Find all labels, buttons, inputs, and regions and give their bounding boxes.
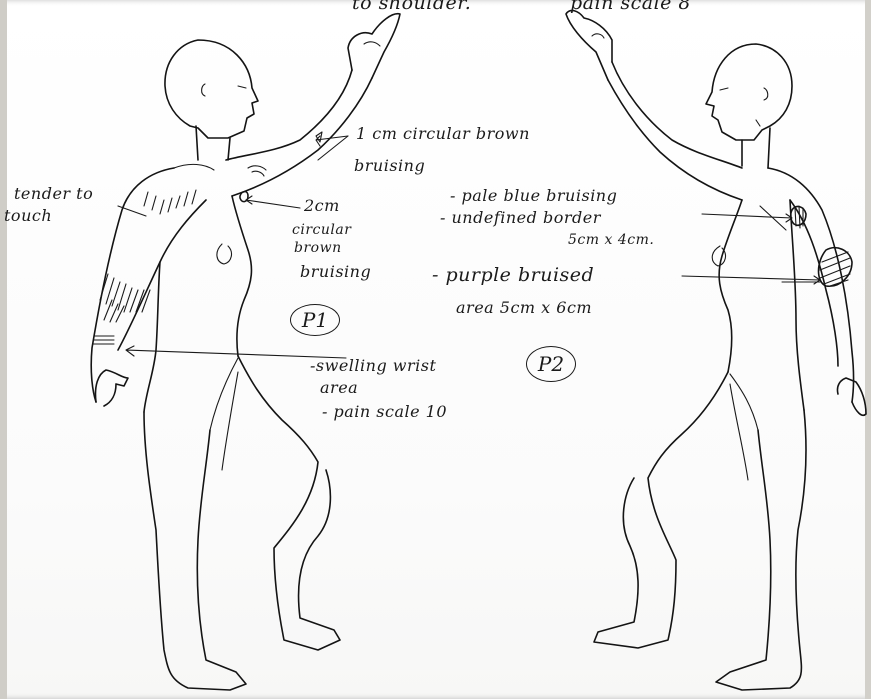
label-1cm-line1: 1 cm circular brown (356, 124, 530, 143)
figure-p2-outline (566, 11, 866, 690)
tender-hatching-mid (100, 274, 150, 312)
label-2cm-line4: bruising (300, 262, 371, 281)
label-wrist-line3: - pain scale 10 (322, 402, 447, 421)
label-wrist-line1: -swelling wrist (310, 356, 436, 375)
figure-p1-outline (91, 14, 400, 690)
pointer-lines (118, 136, 820, 358)
label-tender-line2: touch (4, 206, 52, 225)
label-pale-blue-line3: 5cm x 4cm. (568, 232, 654, 248)
figure-tag-p1: P1 (290, 304, 340, 336)
figure-tag-p2: P2 (526, 346, 576, 382)
label-2cm-line2: circular (292, 222, 351, 238)
label-2cm-line3: brown (294, 240, 342, 256)
label-pale-blue-line2: - undefined border (440, 208, 601, 227)
tender-hatching-low (104, 300, 124, 322)
header-fragment-left: to shoulder. (352, 0, 471, 14)
bruise-mark-1cm (248, 166, 266, 176)
tender-hatching-top (144, 190, 196, 214)
label-pale-blue-line1: - pale blue bruising (450, 186, 617, 205)
header-fragment-right: pain scale 8 (570, 0, 691, 14)
label-purple-line1: - purple bruised (432, 264, 594, 286)
label-2cm-line1: 2cm (304, 196, 340, 215)
label-purple-line2: area 5cm x 6cm (456, 298, 592, 317)
label-1cm-line2: bruising (354, 156, 425, 175)
bruise-mark-pale-blue (791, 207, 806, 226)
label-tender-line1: tender to (14, 184, 93, 203)
label-wrist-line2: area (320, 378, 358, 397)
